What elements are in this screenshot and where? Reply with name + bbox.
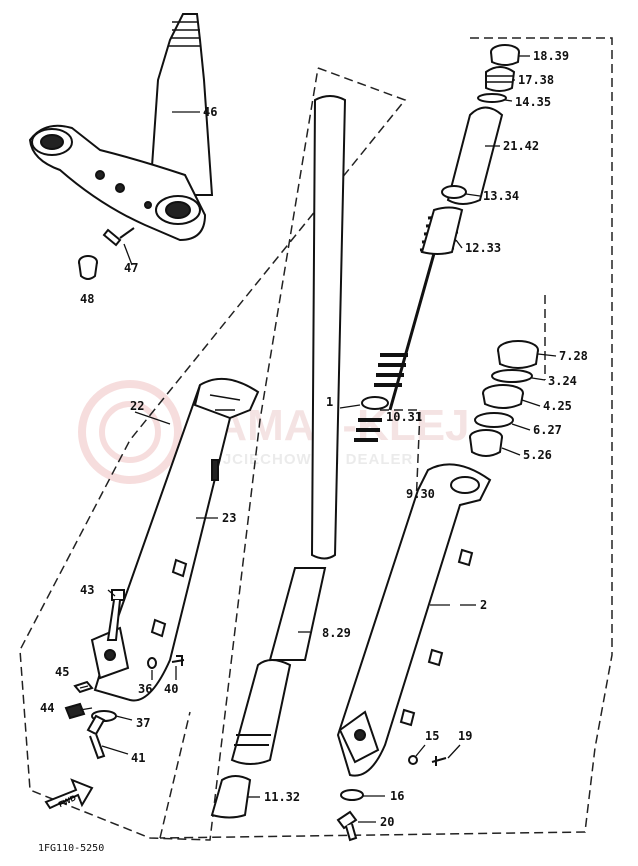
bolt-47 — [102, 227, 135, 247]
nut-44 — [64, 702, 86, 720]
label-47: 47 — [124, 261, 138, 275]
washer-36 — [147, 657, 157, 669]
label-9-30: 9.30 — [406, 487, 435, 501]
label-46: 46 — [203, 105, 217, 119]
label-5-26: 5.26 — [523, 448, 552, 462]
label-12-33: 12.33 — [465, 241, 501, 255]
label-36: 36 — [138, 682, 152, 696]
washer-13 — [441, 185, 467, 199]
label-20: 20 — [380, 815, 394, 829]
bolt-41 — [86, 714, 106, 736]
steering-stem-assembly — [28, 13, 214, 242]
fwd-arrow: FWD — [44, 778, 94, 810]
seal-stack — [469, 340, 539, 457]
watermark-subtitle: WOJCIECHOWICH DEALER — [195, 451, 413, 468]
forward-arrow-icon — [44, 778, 94, 810]
label-16: 16 — [390, 789, 404, 803]
screw-19 — [431, 756, 447, 766]
bolt-17 — [485, 66, 516, 92]
label-43: 43 — [80, 583, 94, 597]
left-fork — [90, 95, 347, 702]
washer-6 — [474, 412, 514, 428]
part-labels: 46 47 48 22 23 43 45 36 40 44 37 41 1 10… — [40, 49, 588, 829]
label-10-31: 10.31 — [386, 410, 422, 424]
watermark-logo-icon — [78, 380, 182, 484]
label-23: 23 — [222, 511, 236, 525]
spring-12 — [420, 206, 464, 255]
label-22: 22 — [130, 399, 144, 413]
label-18-39: 18.39 — [533, 49, 569, 63]
label-11-32: 11.32 — [264, 790, 300, 804]
bolt-43 — [106, 589, 125, 641]
outer-tube-2 — [336, 463, 492, 777]
washer-16 — [340, 789, 364, 801]
bolt-20 — [336, 810, 358, 830]
label-1: 1 — [326, 395, 333, 409]
label-3-24: 3.24 — [548, 374, 577, 388]
small-fasteners-left — [64, 655, 185, 760]
label-41: 41 — [131, 751, 145, 765]
small-fasteners-right — [336, 755, 447, 842]
cylinder-9 — [230, 659, 292, 765]
cap-48 — [78, 255, 98, 280]
damper-assembly — [210, 206, 464, 819]
ring-10 — [361, 396, 389, 410]
damper-bracket — [380, 409, 421, 531]
screw-40 — [171, 655, 185, 666]
label-19: 19 — [458, 729, 472, 743]
leader-lines — [79, 55, 557, 823]
right-fork-group-boundary — [159, 37, 613, 839]
label-48: 48 — [80, 292, 94, 306]
spacer-21 — [446, 106, 504, 205]
label-37: 37 — [136, 716, 150, 730]
label-2: 2 — [480, 598, 487, 612]
fork-cap-assembly — [441, 44, 520, 205]
tube-8 — [268, 567, 327, 661]
label-21-42: 21.42 — [503, 139, 539, 153]
label-15: 15 — [425, 729, 439, 743]
clip-3 — [491, 369, 533, 383]
label-8-29: 8.29 — [322, 626, 351, 640]
diagram-code: 1FG110-5250 — [38, 843, 104, 854]
label-17-38: 17.38 — [518, 73, 554, 87]
inner-tube-1 — [310, 95, 347, 560]
label-7-28: 7.28 — [559, 349, 588, 363]
label-4-25: 4.25 — [543, 399, 572, 413]
sleeve-11 — [210, 775, 252, 819]
label-14-35: 14.35 — [515, 95, 551, 109]
washer-15 — [408, 755, 418, 765]
label-13-34: 13.34 — [483, 189, 519, 203]
label-6-27: 6.27 — [533, 423, 562, 437]
label-44: 44 — [40, 701, 54, 715]
label-45: 45 — [55, 665, 69, 679]
o-ring-14 — [477, 93, 507, 103]
label-40: 40 — [164, 682, 178, 696]
